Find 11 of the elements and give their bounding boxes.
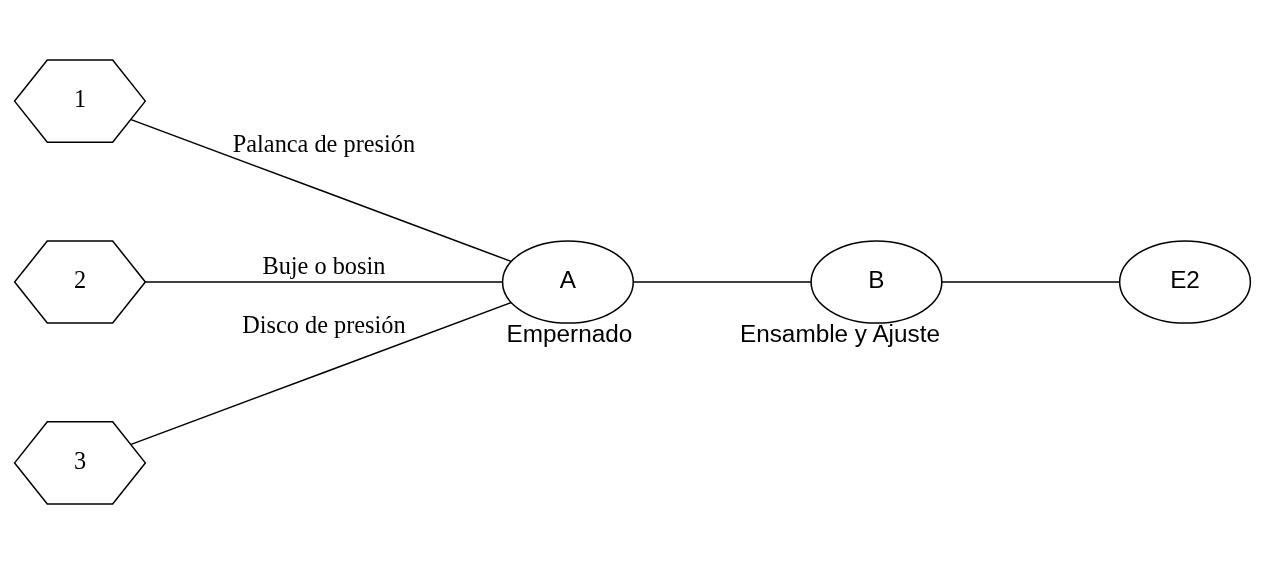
node-ellipse: B	[810, 239, 943, 324]
node-ellipse: A	[501, 239, 634, 324]
edge-label: Disco de presión	[242, 310, 406, 338]
edge-label: Palanca de presión	[232, 130, 416, 157]
connector	[144, 280, 504, 283]
edge-label: Buje o bosin	[262, 251, 386, 279]
node-ellipse: E2	[1118, 239, 1252, 324]
connector	[941, 280, 1121, 283]
connector	[632, 280, 812, 283]
connector	[130, 118, 513, 262]
connector	[130, 301, 513, 445]
